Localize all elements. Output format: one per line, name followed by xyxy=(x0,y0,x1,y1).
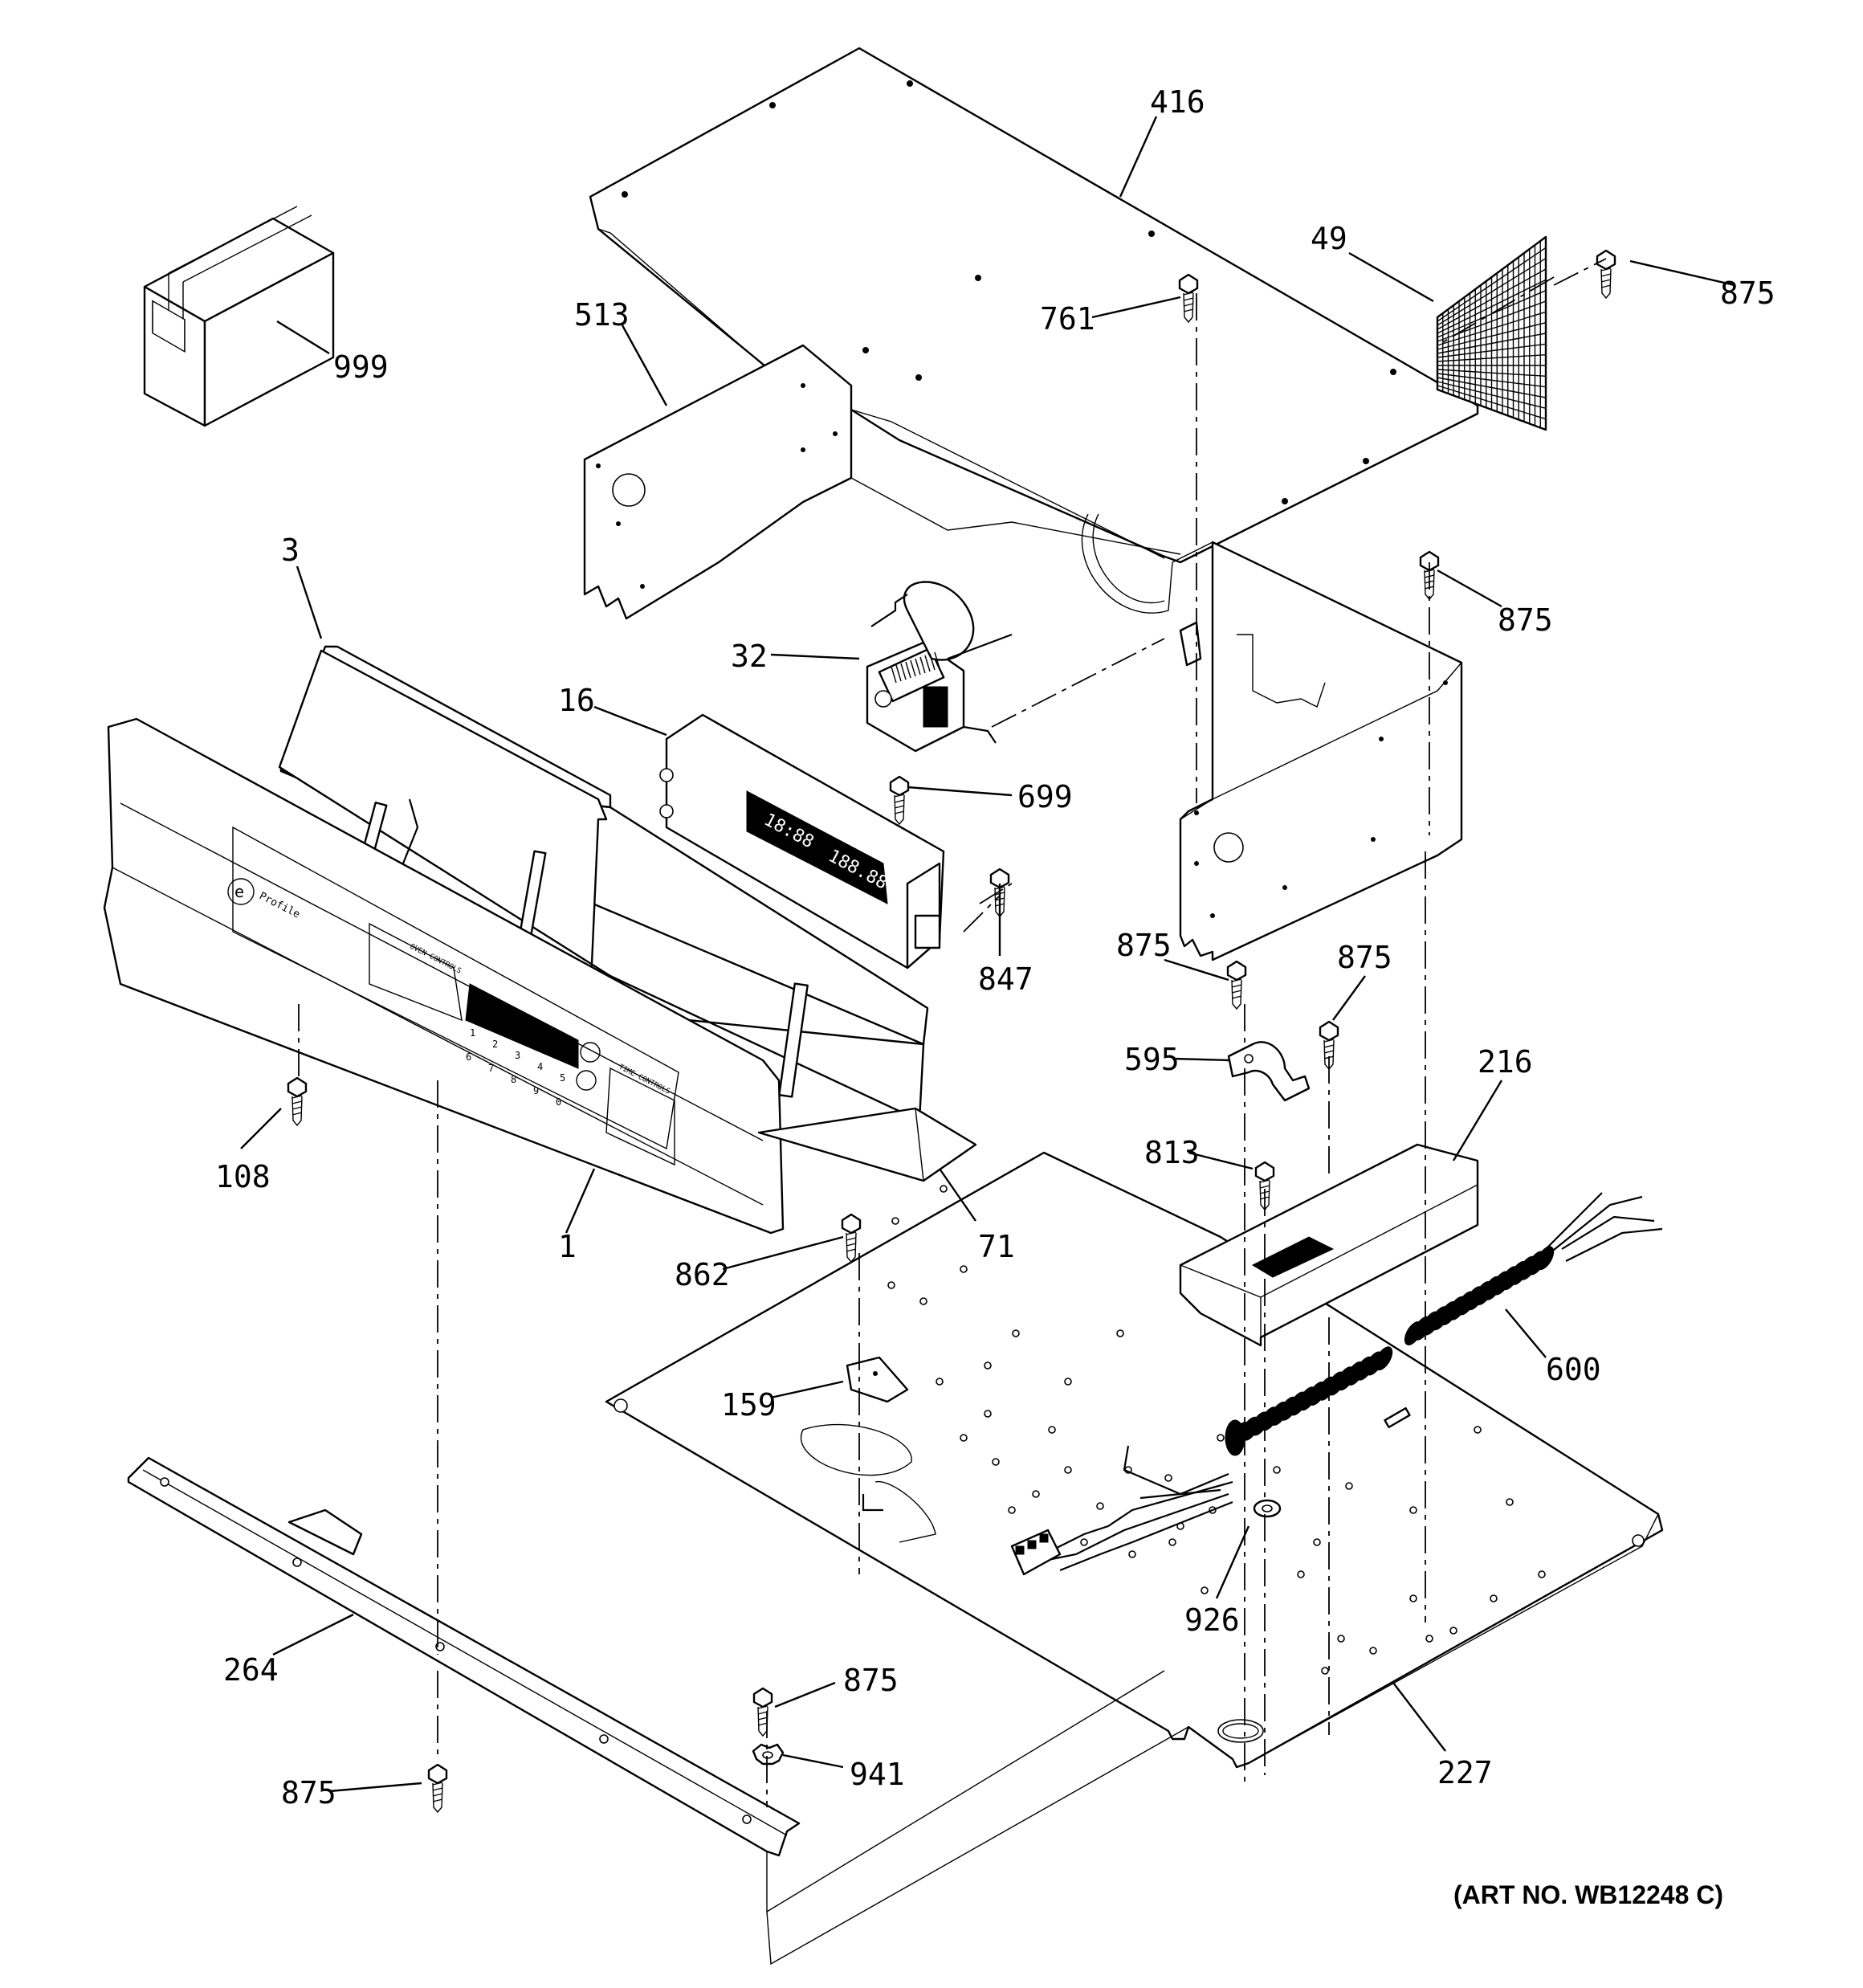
keypad-key: 2 xyxy=(492,1039,498,1050)
label-595: 595 xyxy=(1124,1042,1180,1077)
label-875-top-right: 875 xyxy=(1720,276,1775,311)
screw-875-cover[interactable] xyxy=(1319,1020,1339,1071)
screw-862[interactable] xyxy=(841,1213,862,1263)
leader-lines xyxy=(240,116,1735,1793)
label-926: 926 xyxy=(1184,1602,1240,1638)
part-941-star-washer[interactable] xyxy=(752,1743,785,1766)
part-159-thermostat[interactable] xyxy=(800,1356,936,1543)
part-600-wire-harness[interactable] xyxy=(1010,1192,1663,1576)
alignment-lines xyxy=(298,258,1607,1807)
part-71-insulation-strip[interactable] xyxy=(757,1107,977,1182)
part-216-wire-cover[interactable] xyxy=(1179,1143,1479,1347)
part-16-electronic-control[interactable]: 18:88 188.88 xyxy=(659,713,945,970)
label-600: 600 xyxy=(1546,1352,1601,1387)
part-32-fan-motor[interactable] xyxy=(866,581,1013,753)
part-926-washer[interactable] xyxy=(1253,1499,1282,1518)
keypad-key: 4 xyxy=(537,1061,543,1072)
label-227: 227 xyxy=(1437,1755,1493,1790)
keypad-key: 5 xyxy=(560,1072,565,1084)
part-3-inner-panel[interactable] xyxy=(278,645,929,1122)
label-999: 999 xyxy=(333,349,389,385)
screw-108[interactable] xyxy=(287,1076,308,1127)
label-159: 159 xyxy=(721,1387,777,1423)
label-1: 1 xyxy=(558,1229,577,1264)
label-847: 847 xyxy=(978,961,1033,997)
label-862: 862 xyxy=(675,1257,730,1292)
label-761: 761 xyxy=(1040,301,1095,337)
brand-logo-e: e xyxy=(234,882,244,901)
part-right-side-bracket[interactable] xyxy=(1172,541,1463,961)
part-labels: 416 49 875 999 513 761 3 875 32 16 699 8… xyxy=(215,84,1775,1810)
label-16: 16 xyxy=(558,683,595,718)
label-875-cover: 875 xyxy=(1337,940,1392,975)
keypad-key: 9 xyxy=(533,1085,539,1096)
label-699: 699 xyxy=(1017,779,1073,814)
part-416-top-panel[interactable] xyxy=(589,47,1479,564)
screw-875-bottom-left[interactable] xyxy=(427,1763,448,1814)
label-875-bottom: 875 xyxy=(843,1663,899,1698)
label-32: 32 xyxy=(731,639,768,674)
part-595-clamp[interactable] xyxy=(1227,1041,1311,1102)
label-3: 3 xyxy=(281,533,300,568)
keypad-key: 8 xyxy=(511,1074,516,1085)
screw-699[interactable] xyxy=(889,775,910,826)
part-513-side-bracket[interactable] xyxy=(583,344,1181,620)
label-71: 71 xyxy=(978,1229,1015,1264)
screw-875-top-right[interactable] xyxy=(1596,249,1616,300)
keypad-key: 7 xyxy=(488,1063,494,1074)
screw-875-clamp[interactable] xyxy=(1226,960,1247,1010)
fan-housing-ring xyxy=(1081,513,1202,667)
keypad-key: 0 xyxy=(556,1096,561,1108)
label-216: 216 xyxy=(1478,1044,1533,1080)
label-416: 416 xyxy=(1150,84,1205,120)
label-49: 49 xyxy=(1311,221,1347,256)
label-264: 264 xyxy=(223,1652,279,1688)
label-941: 941 xyxy=(850,1757,905,1792)
screw-761[interactable] xyxy=(1178,273,1199,324)
keypad-key: 3 xyxy=(515,1050,520,1061)
label-875-right-bracket: 875 xyxy=(1498,602,1553,638)
screw-875-bottom[interactable] xyxy=(752,1687,773,1737)
part-999-literature-box[interactable] xyxy=(143,206,335,427)
label-875-clamp: 875 xyxy=(1116,928,1172,963)
part-227-bottom-plate[interactable] xyxy=(605,1151,1664,1769)
label-875-bottom-left: 875 xyxy=(281,1775,336,1810)
keypad-key: 1 xyxy=(470,1027,475,1039)
part-264-front-trim[interactable] xyxy=(127,1456,1189,1966)
label-513: 513 xyxy=(574,297,630,333)
part-49-mesh-screen[interactable] xyxy=(1436,235,1547,431)
art-number: (ART NO. WB12248 C) xyxy=(1453,1880,1723,1909)
label-813: 813 xyxy=(1144,1135,1200,1170)
keypad-key: 6 xyxy=(466,1051,471,1063)
label-108: 108 xyxy=(215,1159,271,1194)
